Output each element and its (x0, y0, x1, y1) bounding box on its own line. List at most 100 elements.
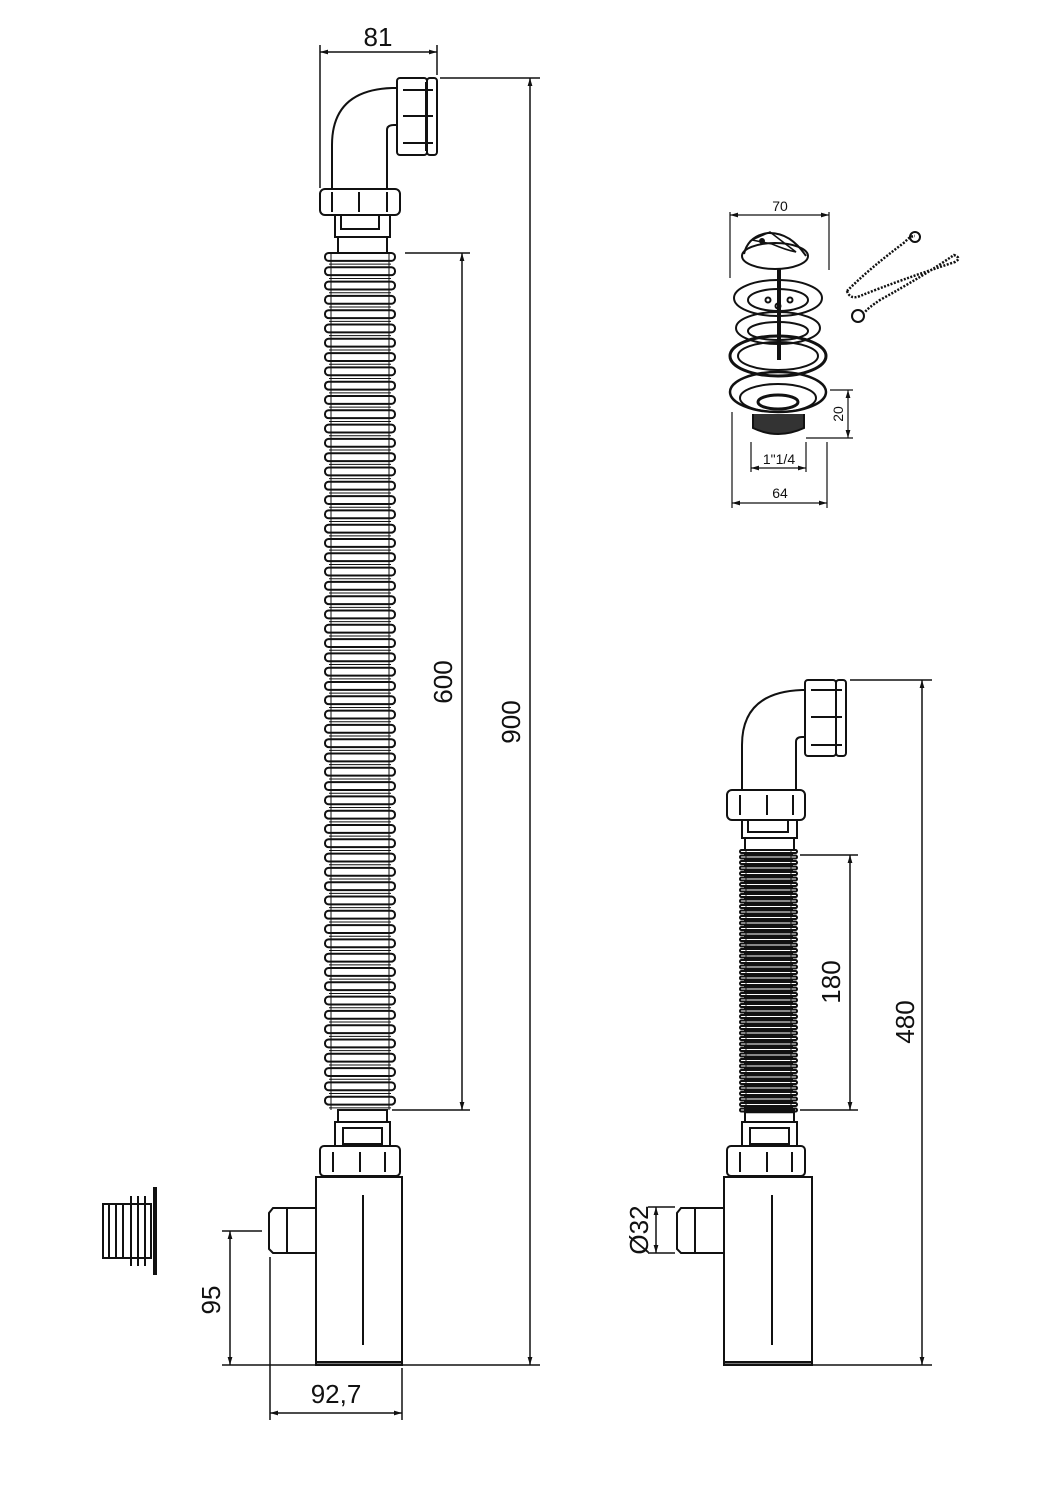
hose-adapter-plug (102, 1187, 157, 1275)
hose-rib (324, 1081, 396, 1092)
hose-rib (739, 1085, 798, 1091)
hose-rib (324, 352, 396, 362)
lower-fittings (319, 1109, 401, 1177)
hose-rib (739, 1008, 798, 1014)
hose-rib (739, 854, 798, 860)
hose-rib (324, 723, 396, 734)
hose-rib (739, 909, 798, 915)
hose-rib (324, 666, 396, 677)
hose-rib (739, 871, 798, 877)
dim-900: 900 (496, 700, 526, 743)
dim-480: 480 (890, 1000, 920, 1043)
hose-rib (324, 580, 396, 591)
stopper (741, 231, 809, 270)
dim-81: 81 (364, 22, 393, 52)
hose-rib (324, 495, 396, 505)
hose-rib (739, 1019, 798, 1025)
dim-92-7: 92,7 (311, 1379, 362, 1409)
hose-rib (739, 1058, 798, 1064)
drain-kit (728, 231, 960, 435)
hose-rib (324, 895, 396, 906)
hose-rib (739, 926, 798, 932)
hose-rib (324, 995, 396, 1006)
hose-rib (324, 909, 396, 920)
hose-rib (739, 1074, 798, 1080)
hose-rib (324, 395, 396, 405)
hose-rib (739, 1041, 798, 1047)
hose-rib (324, 652, 396, 663)
hose-rib (739, 942, 798, 948)
hose-rib (324, 752, 396, 763)
chain-with-plug-ring (845, 231, 960, 323)
hose-rib (324, 681, 396, 691)
dimension-lines-short (648, 679, 932, 1366)
hose-rib (324, 609, 396, 620)
hose-rib (739, 1014, 798, 1020)
hose-rib (324, 595, 396, 606)
hose-rib (324, 366, 396, 377)
hose-rib (324, 380, 396, 391)
hose-rib (739, 882, 798, 888)
hose-rib (324, 266, 396, 277)
hose-rib (324, 294, 396, 305)
hose-rib (324, 852, 396, 863)
hose-rib (739, 986, 798, 992)
hose-rib (739, 876, 798, 882)
hose-rib (739, 887, 798, 893)
hose-rib (324, 738, 396, 749)
hose-rib (739, 997, 798, 1003)
hose-rib (739, 849, 798, 855)
hose-rib (739, 904, 798, 910)
hose-rib (324, 709, 396, 720)
hose-rib (739, 937, 798, 943)
hose-rib (739, 1091, 798, 1097)
hose-rib (324, 466, 396, 477)
dim-diameter-32: Ø32 (624, 1205, 654, 1254)
hose-rib (739, 1030, 798, 1036)
hose-rib (324, 766, 396, 777)
hose-rib (324, 695, 396, 706)
hose-rib (739, 1003, 798, 1009)
side-outlet (268, 1207, 316, 1254)
dim-20: 20 (830, 406, 846, 422)
hose-rib (324, 480, 396, 491)
upper-nut (319, 188, 401, 254)
hose-rib (324, 1038, 396, 1049)
hose-rib (324, 638, 396, 648)
hose-rib (324, 1095, 396, 1106)
hose-rib (739, 959, 798, 965)
hose-rib (739, 1096, 798, 1102)
hose-rib (324, 1024, 396, 1035)
hose-rib (739, 1107, 798, 1113)
hose-rib (739, 1047, 798, 1053)
hose-rib (324, 423, 396, 434)
hose-rib (739, 1102, 798, 1108)
hose-rib (324, 795, 396, 806)
hose-rib (739, 975, 798, 981)
hose-rib (324, 452, 396, 463)
dim-180: 180 (816, 960, 846, 1003)
dimension-lines-drain (729, 212, 853, 508)
hose-rib (739, 865, 798, 871)
dim-95: 95 (196, 1286, 226, 1315)
hose-rib (324, 824, 396, 834)
hose-rib (324, 1009, 396, 1020)
hose-rib (739, 953, 798, 959)
dim-1-1-4: 1"1/4 (763, 451, 795, 467)
hose-rib (324, 866, 396, 877)
hose-rib (324, 1052, 396, 1063)
hose-rib (739, 920, 798, 926)
hose-rib (324, 552, 396, 563)
hose-rib (324, 623, 396, 634)
hose-rib (739, 1069, 798, 1075)
hose-rib (739, 1063, 798, 1069)
hose-rib (739, 1036, 798, 1042)
hose-rib (739, 1080, 798, 1086)
hose-rib (739, 898, 798, 904)
hose-rib (739, 970, 798, 976)
hose-rib (739, 948, 798, 954)
hose-rib (324, 938, 396, 949)
dim-64: 64 (772, 485, 788, 501)
corrugated-hose-600 (324, 252, 396, 1110)
